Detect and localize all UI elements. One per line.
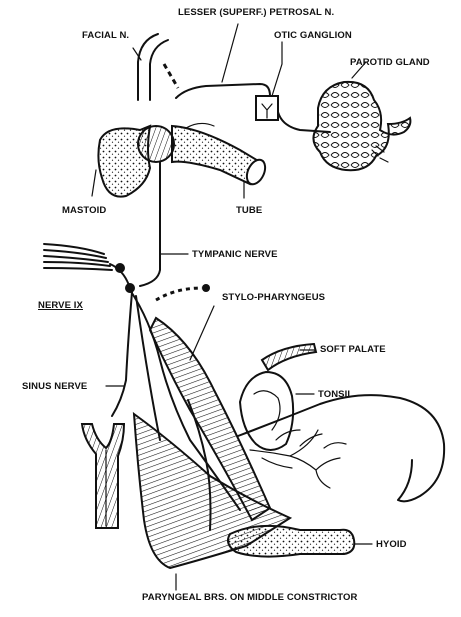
parotid-gland-label: PAROTID GLAND	[350, 57, 430, 68]
soft-palate-shape	[262, 344, 316, 370]
otic-ganglion-label: OTIC GANGLION	[274, 30, 352, 41]
facial-nerve-shape	[133, 34, 168, 100]
tympanic-nerve-label: TYMPANIC NERVE	[192, 249, 278, 260]
nerve-ix-label: NERVE IX	[38, 300, 83, 311]
otic-leader	[272, 42, 282, 96]
facial-n-label: FACIAL N.	[82, 30, 129, 41]
carotid-vessels-shape	[82, 424, 124, 528]
lesser-petrosal-label: LESSER (SUPERF.) PETROSAL N.	[178, 7, 334, 18]
hyoid-label: HYOID	[376, 539, 407, 550]
tongue-shape	[238, 395, 444, 501]
hyoid-shape	[228, 526, 372, 557]
nerve-ix-roots	[44, 244, 135, 293]
stylo-pharyngeus-label: STYLO-PHARYNGEUS	[222, 292, 325, 303]
otic-ganglion-shape	[256, 42, 282, 120]
mastoid-label: MASTOID	[62, 205, 106, 216]
tube-label: TUBE	[236, 205, 262, 216]
petrosal-label-leader	[222, 24, 238, 82]
soft-palate-label: SOFT PALATE	[320, 344, 386, 355]
stylopharyngeus-branch-dashed	[156, 288, 202, 300]
middle-ear-shape	[138, 126, 174, 162]
tonsil-label: TONSIL	[318, 389, 353, 400]
parotid-gland-shape	[313, 62, 410, 170]
sinus-nerve-label: SINUS NERVE	[22, 381, 87, 392]
pharyngeal-branches-label: PARYNGEAL BRS. ON MIDDLE CONSTRICTOR	[142, 592, 357, 603]
tube-shape	[172, 123, 269, 198]
facial-connection-dashed	[164, 64, 178, 88]
